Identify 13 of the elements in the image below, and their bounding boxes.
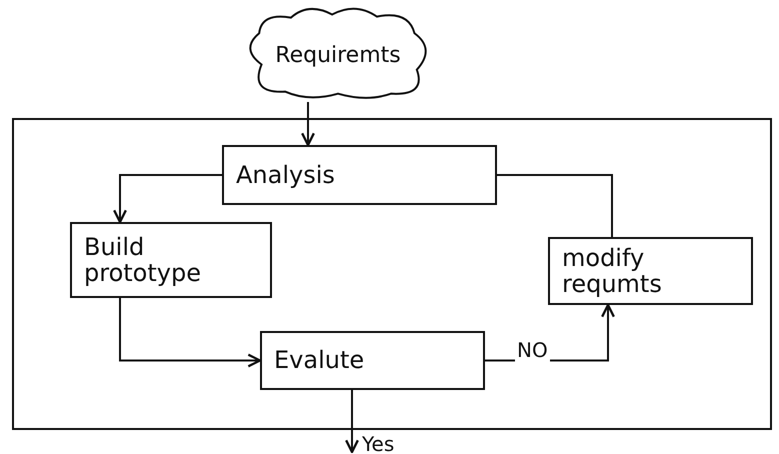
- arrow: [113, 174, 222, 224]
- node-text: Analysis: [236, 162, 335, 188]
- arrow: [119, 298, 262, 368]
- process-box: [548, 237, 753, 305]
- process-box: [260, 331, 485, 390]
- node-text: Requiremts: [275, 43, 401, 68]
- process-box: [70, 222, 272, 298]
- node-text: modify requmts: [562, 244, 663, 298]
- node-text: Evalute: [274, 347, 364, 374]
- node-text: Build prototype: [84, 234, 202, 286]
- process-box: [222, 145, 497, 205]
- arrow: [301, 102, 315, 146]
- arrow: [345, 390, 359, 454]
